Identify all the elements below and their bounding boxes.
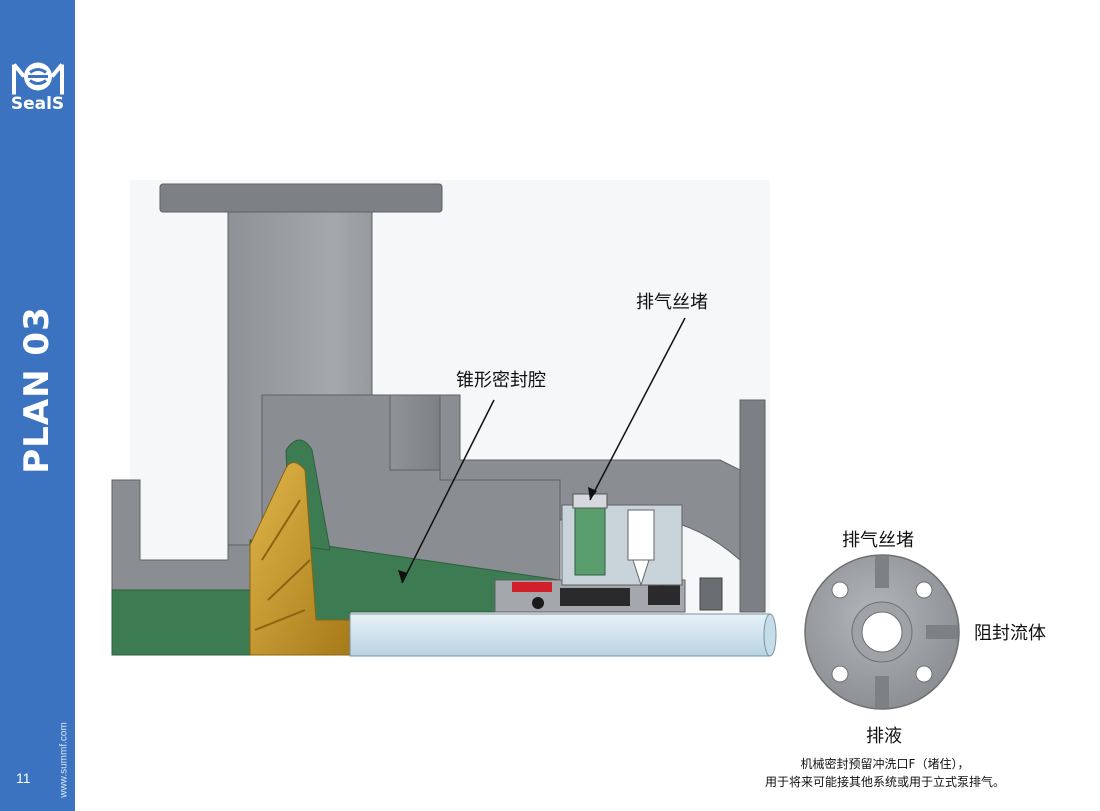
vent-port-channel — [875, 556, 889, 588]
red-seal-ring — [512, 582, 552, 592]
vent-callout-line — [589, 317, 686, 501]
gland-vent-label: 排气丝堵 — [842, 530, 914, 551]
gland-flange — [739, 399, 766, 613]
seals-logo-icon — [12, 62, 64, 95]
vent-plug-passage — [574, 504, 606, 576]
seal-spring — [699, 577, 723, 611]
chamber-callout-arrowhead — [398, 570, 408, 583]
flush-port — [627, 509, 655, 561]
caption-line-2: 用于将来可能接其他系统或用于立式泵排气。 — [764, 775, 1005, 789]
gland-face-view — [804, 554, 960, 710]
gland-quench-label: 阻封流体 — [974, 623, 1046, 644]
flush-port-tip — [632, 559, 650, 587]
vent-callout-arrowhead — [588, 487, 597, 500]
gland-drain-label: 排液 — [866, 726, 902, 747]
seal-face — [560, 588, 630, 606]
impeller-vanes — [254, 499, 311, 631]
bolt-hole-2 — [915, 581, 933, 599]
bolt-hole-4 — [915, 665, 933, 683]
bolt-hole-1 — [831, 581, 849, 599]
gland-bore — [861, 611, 903, 653]
shaft — [349, 613, 771, 657]
sidebar: SealS PLAN 03 www.summf.com 11 — [0, 0, 75, 811]
drain-port-channel — [875, 676, 889, 708]
caption: 机械密封预留冲洗口F（堵住）， 用于将来可能接其他系统或用于立式泵排气。 — [740, 755, 1030, 791]
seal-retainer — [648, 585, 680, 605]
logo-text: SealS — [10, 94, 65, 114]
tapered-chamber-label: 锥形密封腔 — [456, 370, 546, 391]
o-ring-1 — [532, 597, 544, 609]
shaft-end — [763, 613, 777, 657]
top-flange — [159, 183, 443, 213]
quench-port-channel — [926, 625, 958, 639]
caption-line-1: 机械密封预留冲洗口F（堵住）， — [800, 757, 970, 771]
vent-plug-label: 排气丝堵 — [636, 292, 708, 313]
page-number: 11 — [16, 770, 31, 786]
bolt-hole-3 — [831, 665, 849, 683]
chamber-callout-line — [401, 399, 495, 584]
